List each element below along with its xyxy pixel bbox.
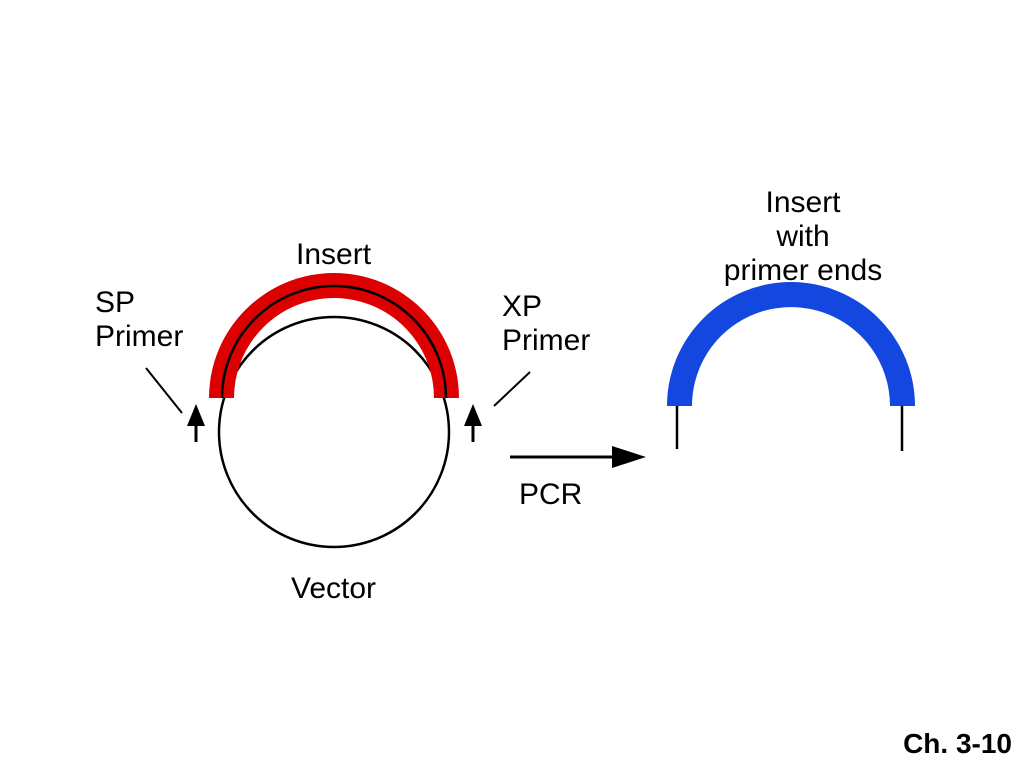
product-band (667, 282, 915, 406)
insert-band (209, 273, 459, 398)
xp-primer-arrow (464, 404, 482, 442)
sp-primer-label: SP Primer (95, 286, 183, 354)
xp-primer-pointer (493, 371, 531, 407)
insert-strand (220, 284, 448, 399)
vector-label: Vector (291, 572, 377, 605)
sp-primer-label-line1: SP (95, 286, 136, 319)
slide-number: Ch. 3-10 (903, 728, 1012, 759)
pcr-label: PCR (519, 478, 583, 511)
vector-circle (217, 315, 451, 549)
insert-product-label-line2: with (776, 220, 830, 253)
insert-product-label-line1: Insert (765, 186, 841, 219)
xp-primer-label: XP Primer (502, 290, 590, 358)
insert-product-label-line3: primer ends (723, 254, 883, 287)
sp-primer-label-line2: Primer (95, 320, 184, 353)
sp-primer-arrow (187, 404, 205, 442)
insert-label: Insert (296, 238, 372, 271)
xp-primer-label-line2: Primer (502, 324, 591, 357)
xp-primer-label-line1: XP (502, 290, 543, 323)
pcr-arrow (510, 446, 646, 468)
insert-product-label: Insert with primer ends (703, 186, 903, 288)
sp-primer-pointer (145, 367, 183, 414)
